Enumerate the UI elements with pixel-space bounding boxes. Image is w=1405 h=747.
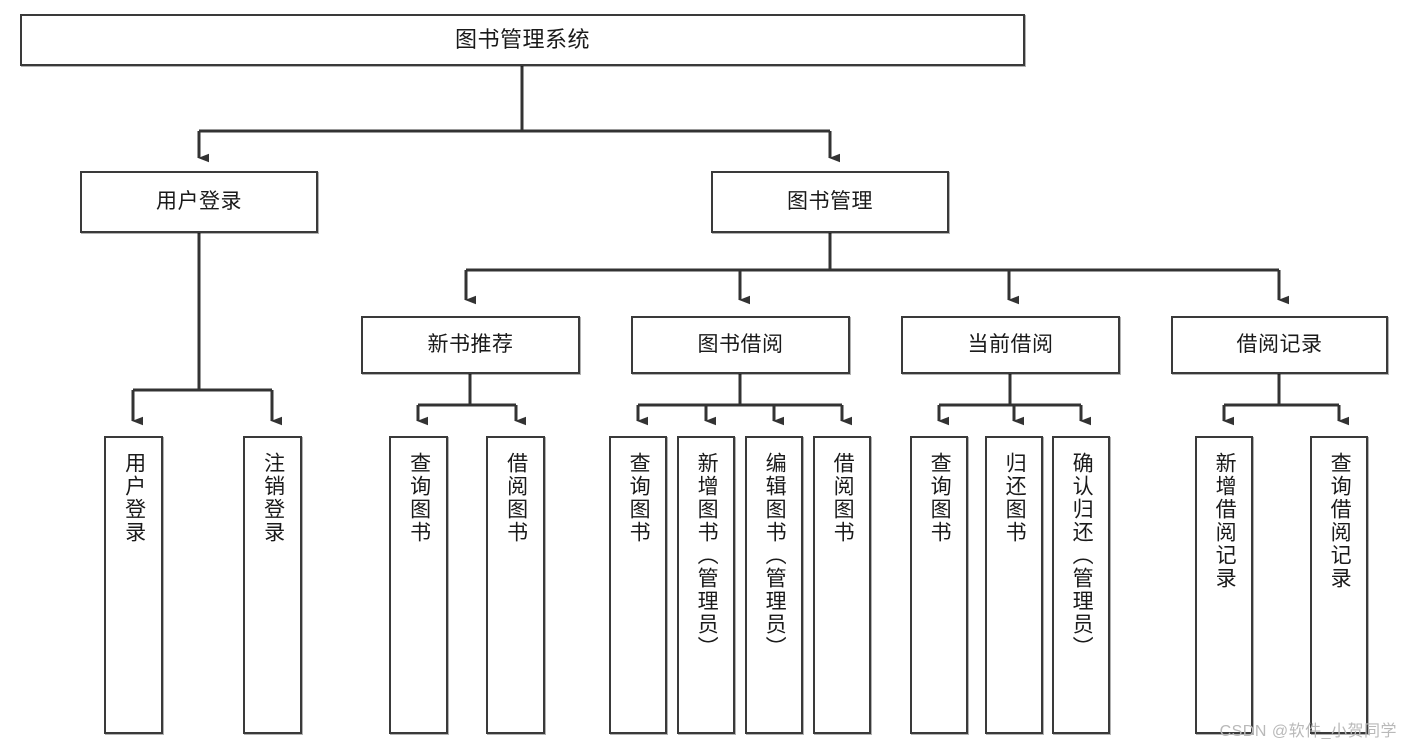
- node-new-book-recommendation[interactable]: 新书推荐: [361, 316, 580, 374]
- leaf-borrow-edit-book[interactable]: 编辑图书（管理员）: [745, 436, 803, 734]
- node-label: 新书推荐: [427, 333, 514, 357]
- node-user-login[interactable]: 用户登录: [80, 171, 318, 233]
- node-current-borrow[interactable]: 当前借阅: [901, 316, 1120, 374]
- node-label: 查询图书: [407, 452, 431, 544]
- node-label: 查询借阅记录: [1328, 452, 1352, 590]
- leaf-current-query-book[interactable]: 查询图书: [910, 436, 968, 734]
- node-label: 图书管理系统: [454, 26, 590, 52]
- leaf-current-confirm-return[interactable]: 确认归还（管理员）: [1052, 436, 1110, 734]
- leaf-borrow-add-book[interactable]: 新增图书（管理员）: [677, 436, 735, 734]
- node-book-borrow[interactable]: 图书借阅: [631, 316, 850, 374]
- node-label: 查询图书: [627, 452, 651, 544]
- leaf-record-add-record[interactable]: 新增借阅记录: [1195, 436, 1253, 734]
- leaf-borrow-query-book[interactable]: 查询图书: [609, 436, 667, 734]
- csdn-watermark: CSDN @软件_小贺同学: [1219, 723, 1397, 740]
- leaf-user-logout[interactable]: 注销登录: [243, 436, 302, 734]
- node-label: 查询图书: [928, 452, 952, 544]
- leaf-recommend-borrow-book[interactable]: 借阅图书: [486, 436, 545, 734]
- node-label: 图书管理: [787, 190, 873, 214]
- node-label: 确认归还（管理员）: [1070, 452, 1094, 659]
- node-label: 新增借阅记录: [1213, 452, 1237, 590]
- leaf-current-return-book[interactable]: 归还图书: [985, 436, 1043, 734]
- node-label: 当前借阅: [967, 333, 1054, 357]
- node-label: 归还图书: [1003, 452, 1027, 544]
- leaf-recommend-query-book[interactable]: 查询图书: [389, 436, 448, 734]
- leaf-borrow-borrow-book[interactable]: 借阅图书: [813, 436, 871, 734]
- node-label: 图书借阅: [697, 333, 784, 357]
- node-book-management[interactable]: 图书管理: [711, 171, 949, 233]
- node-label: 借阅图书: [504, 452, 528, 544]
- node-label: 注销登录: [261, 452, 285, 544]
- node-label: 编辑图书（管理员）: [763, 452, 787, 659]
- node-label: 借阅记录: [1236, 333, 1323, 357]
- node-label: 用户登录: [122, 452, 146, 544]
- node-label: 用户登录: [156, 190, 242, 214]
- node-label: 新增图书（管理员）: [695, 452, 719, 659]
- leaf-record-query-record[interactable]: 查询借阅记录: [1310, 436, 1368, 734]
- node-borrow-record[interactable]: 借阅记录: [1171, 316, 1388, 374]
- node-label: 借阅图书: [831, 452, 855, 544]
- node-book-management-system[interactable]: 图书管理系统: [20, 14, 1025, 66]
- leaf-user-login[interactable]: 用户登录: [104, 436, 163, 734]
